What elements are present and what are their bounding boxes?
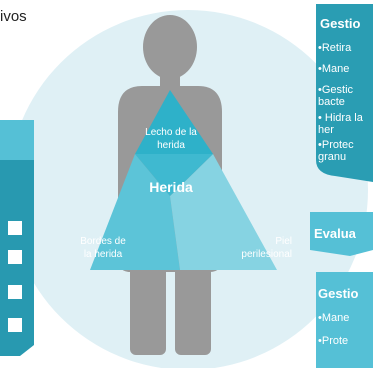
checkbox-3 bbox=[8, 285, 22, 299]
card-1-item-3: •Gestic bacte bbox=[318, 84, 354, 108]
card-1-item-4: • Hidra la her bbox=[318, 112, 363, 136]
left-panel-header bbox=[0, 120, 34, 160]
card-3-item-2: •Prote bbox=[318, 335, 349, 347]
card-3-title: Gestio bbox=[318, 286, 359, 301]
card-1-title: Gestio bbox=[320, 16, 361, 31]
triangle-left-label: Bordes de la herida bbox=[80, 236, 126, 260]
checkbox-1 bbox=[8, 221, 22, 235]
triangle-center bbox=[135, 154, 213, 196]
top-left-text-fragment: ivos bbox=[0, 8, 27, 25]
checkbox-4 bbox=[8, 318, 22, 332]
card-2-background bbox=[310, 212, 373, 256]
triangle-top-wound-bed bbox=[135, 90, 213, 154]
triangle-top-label: Lecho de la herida bbox=[145, 127, 197, 151]
card-1-item-5: •Protec granu bbox=[318, 139, 354, 163]
card-2-title: Evalua bbox=[314, 226, 356, 241]
checkbox-2 bbox=[8, 250, 22, 264]
card-edge-management: Gestio •Mane •Prote bbox=[316, 272, 373, 368]
triangle-center-label: Herida bbox=[149, 179, 193, 195]
card-3-background bbox=[316, 272, 373, 368]
card-1-background bbox=[316, 4, 373, 182]
card-1-item-2: •Mane bbox=[318, 63, 350, 75]
card-wound-bed-management: Gestio •Retira •Mane •Gestic bacte • Hid… bbox=[316, 4, 373, 182]
card-1-item-1: •Retira bbox=[318, 42, 352, 54]
card-3-item-1: •Mane bbox=[318, 312, 350, 324]
triangle-right-periwound bbox=[170, 154, 277, 270]
triangle-right-label: Piel perilesional bbox=[241, 236, 292, 260]
card-evaluation: Evalua bbox=[312, 212, 369, 252]
triangle-left-wound-edges bbox=[90, 154, 180, 270]
